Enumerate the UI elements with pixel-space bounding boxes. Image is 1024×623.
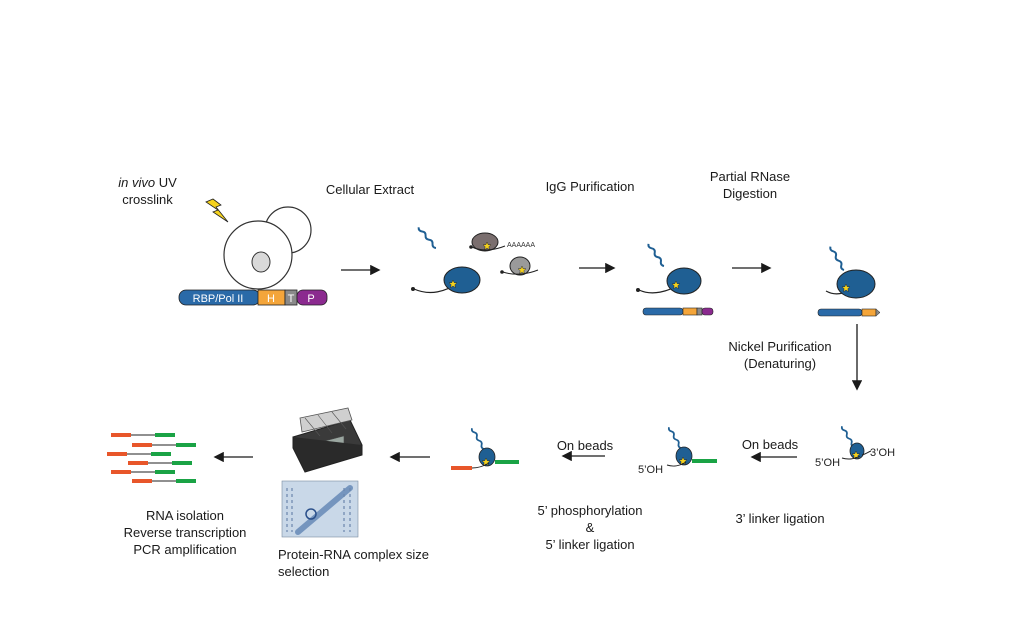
size-sel-line2: selection: [278, 564, 330, 579]
construct-p-tag: [296, 289, 328, 306]
five-oh-label-left: 5’OH: [638, 464, 663, 476]
read-3: [107, 452, 171, 456]
five-oh-label-right: 5’OH: [815, 457, 840, 469]
nickel-line2: (Denaturing): [743, 356, 817, 371]
partial-rnase-label: Partial RNase Digestion: [690, 168, 810, 202]
size-sel-line1: Protein-RNA complex size: [278, 547, 429, 562]
rna-isolation-label: RNA isolation Reverse transcription PCR …: [100, 507, 270, 558]
three-oh-label: 3’OH: [870, 447, 895, 459]
complex-3-linker: 5’OH: [638, 425, 717, 476]
read-4: [128, 461, 192, 465]
crosslink-label: in vivo UV crosslink: [110, 174, 185, 208]
cellular-extract-label: Cellular Extract: [325, 182, 415, 197]
other-protein-small: [500, 256, 539, 276]
crosslink-label-rest: UV: [155, 175, 177, 190]
five-linker-red: [451, 466, 472, 470]
rna-line2: Reverse transcription: [123, 525, 247, 540]
igg-purification-label: IgG Purification: [545, 179, 635, 194]
rna-line1: RNA isolation: [145, 508, 225, 523]
read-2: [132, 443, 196, 447]
partial-rnase-line1: Partial RNase: [709, 169, 791, 184]
read-6: [132, 479, 196, 483]
gel-image: [281, 480, 359, 538]
on-beads-label-left: On beads: [556, 438, 614, 453]
complex-cellular-extract: [411, 225, 481, 294]
construct-p-label: P: [307, 293, 314, 305]
other-protein-polya: AAAAAA: [469, 232, 535, 252]
partial-rnase-line2: Digestion: [722, 186, 778, 201]
three-linker-green: [692, 459, 717, 463]
polya-label: AAAAAA: [507, 242, 535, 249]
construct-gene-label: RBP/Pol II: [193, 293, 244, 305]
complex-both-linkers: [451, 426, 519, 470]
lightning-icon: [205, 198, 229, 223]
crosslink-label-italic: in vivo: [118, 175, 156, 190]
nickel-line1: Nickel Purification: [728, 339, 832, 354]
three-linker-label: 3’ linker ligation: [735, 511, 825, 526]
nickel-purification-label: Nickel Purification (Denaturing): [715, 338, 845, 372]
sequencing-reads: [107, 433, 196, 483]
yeast-cell-icon: [223, 206, 312, 290]
construct-t-label: T: [288, 293, 295, 305]
five-phos-line3: 5’ linker ligation: [545, 537, 635, 552]
construct-bar: RBP/Pol II H T P: [178, 289, 328, 306]
on-beads-label-right: On beads: [741, 437, 799, 452]
read-1: [111, 433, 175, 437]
read-5: [111, 470, 175, 474]
gel-apparatus-icon: [292, 407, 363, 473]
size-selection-label: Protein-RNA complex size selection: [278, 546, 458, 580]
complex-rnase: [817, 244, 881, 317]
construct-h-label: H: [267, 293, 275, 305]
five-phos-line1: 5’ phosphorylation: [537, 503, 643, 518]
complex-nickel: 5’OH 3’OH: [815, 424, 895, 469]
five-phosphorylation-label: 5’ phosphorylation & 5’ linker ligation: [520, 502, 660, 553]
five-phos-line2: &: [585, 520, 595, 535]
three-linker-green-2: [495, 460, 519, 464]
complex-igg: [636, 242, 714, 316]
rna-line3: PCR amplification: [133, 542, 237, 557]
crosslink-label-line2: crosslink: [122, 192, 173, 207]
